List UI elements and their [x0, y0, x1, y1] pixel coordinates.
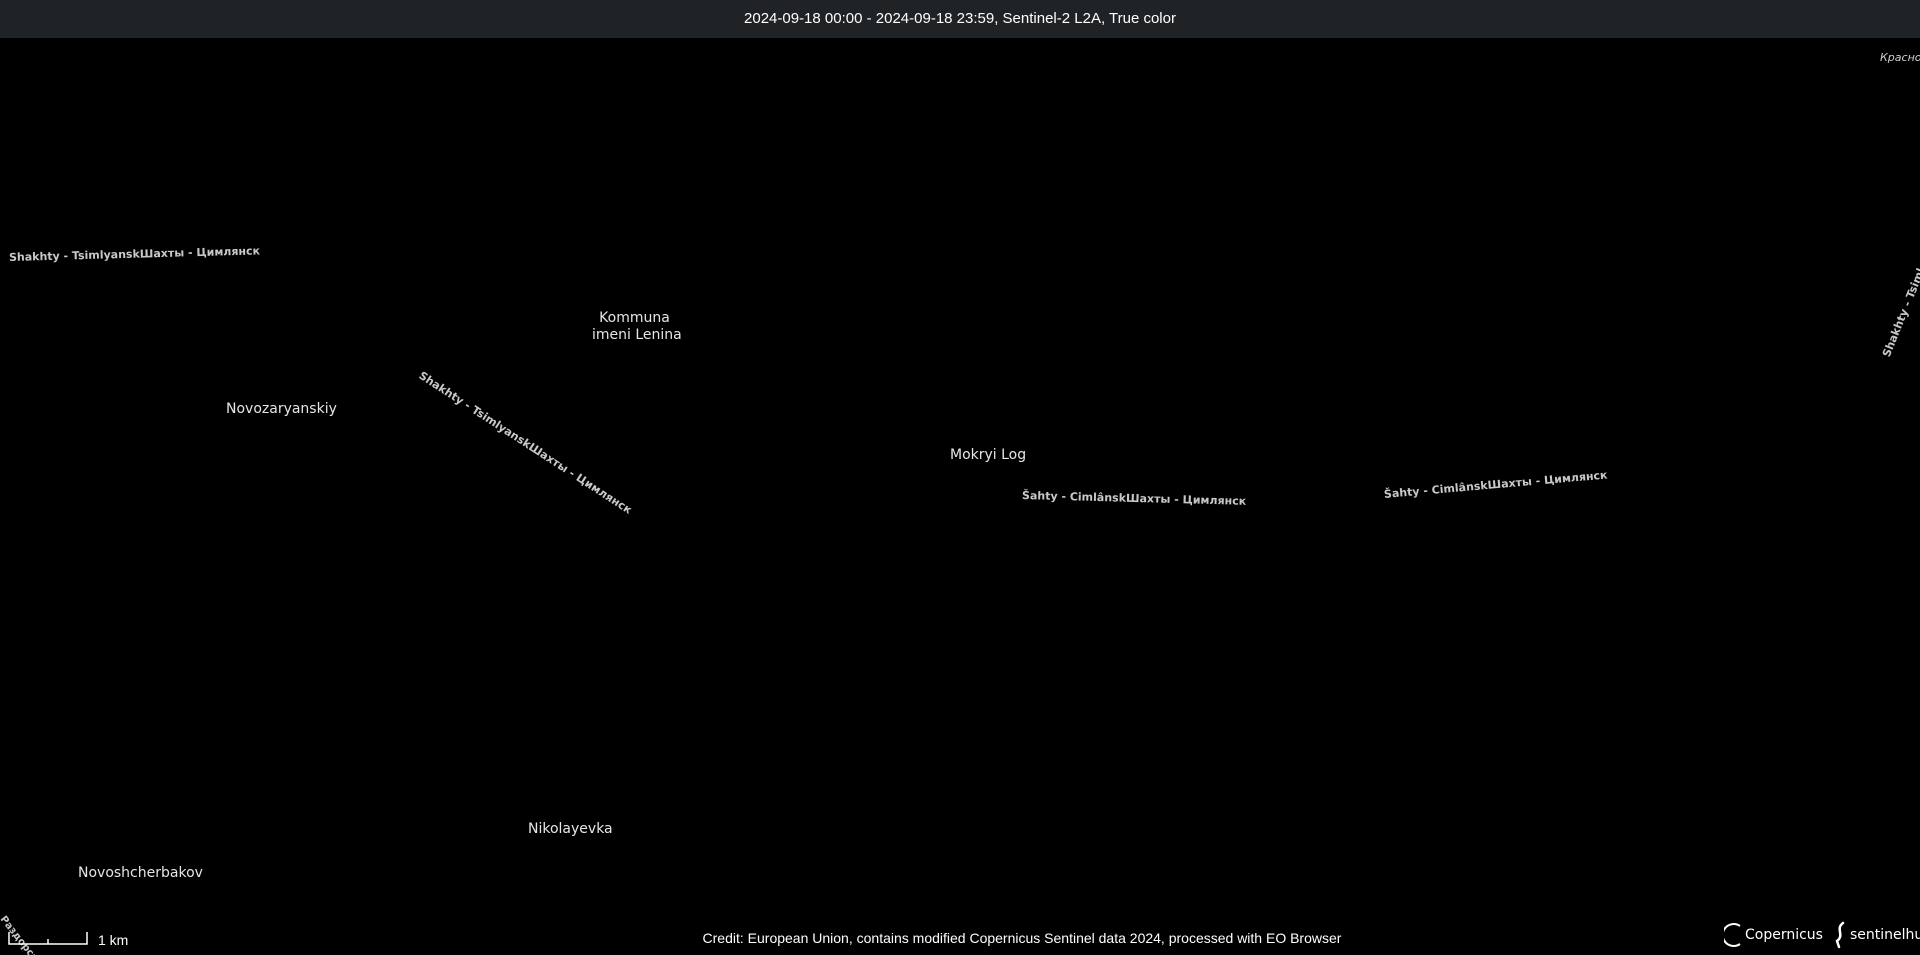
road-label-sahty-1: Šahty - CimlânskШахты - Цимлянск	[1021, 489, 1247, 508]
road-label-shakhty-2: Shakhty - TsimlyanskШахты - Цимлянск	[416, 369, 635, 517]
road-label-sahty-2: Šahty - CimlânskШахты - Цимлянск	[1383, 468, 1609, 501]
sentinelhub-logo-text: sentinelhub	[1849, 927, 1920, 943]
image-info-bar: 2024-09-18 00:00 - 2024-09-18 23:59, Sen…	[0, 0, 1920, 38]
road-label-shakhty-3: Shakhty - Tsiml	[1879, 266, 1920, 359]
scale-label: 1 km	[98, 932, 129, 948]
place-label-novoshcherbakov: Novoshcherbakov	[78, 865, 203, 881]
place-label-nikolayevka: Nikolayevka	[528, 821, 613, 837]
sentinelhub-icon	[1835, 921, 1845, 949]
copernicus-logo-text: Copernicus	[1745, 927, 1823, 943]
credit-text: Credit: European Union, contains modifie…	[702, 930, 1342, 946]
place-label-krasnok: Краснок	[1880, 51, 1920, 64]
copernicus-icon	[1724, 923, 1741, 947]
logo-group: Copernicus sentinelhub	[1724, 918, 1920, 952]
image-info-title: 2024-09-18 00:00 - 2024-09-18 23:59, Sen…	[744, 10, 1176, 27]
place-label-kommuna-line1: Kommuna	[599, 310, 670, 326]
place-label-mokryi-log: Mokryi Log	[950, 447, 1027, 463]
scale-bar	[8, 932, 88, 945]
copernicus-logo: Copernicus	[1724, 922, 1823, 948]
place-label-kommuna: Kommuna imeni Lenina	[592, 310, 682, 344]
place-label-kommuna-line2: imeni Lenina	[592, 327, 682, 343]
road-label-shakhty-1: Shakhty - TsimlyanskШахты - Цимлянск	[8, 244, 261, 264]
place-label-novozaryanskiy: Novozaryanskiy	[226, 401, 337, 417]
sentinelhub-logo: sentinelhub	[1833, 921, 1920, 949]
